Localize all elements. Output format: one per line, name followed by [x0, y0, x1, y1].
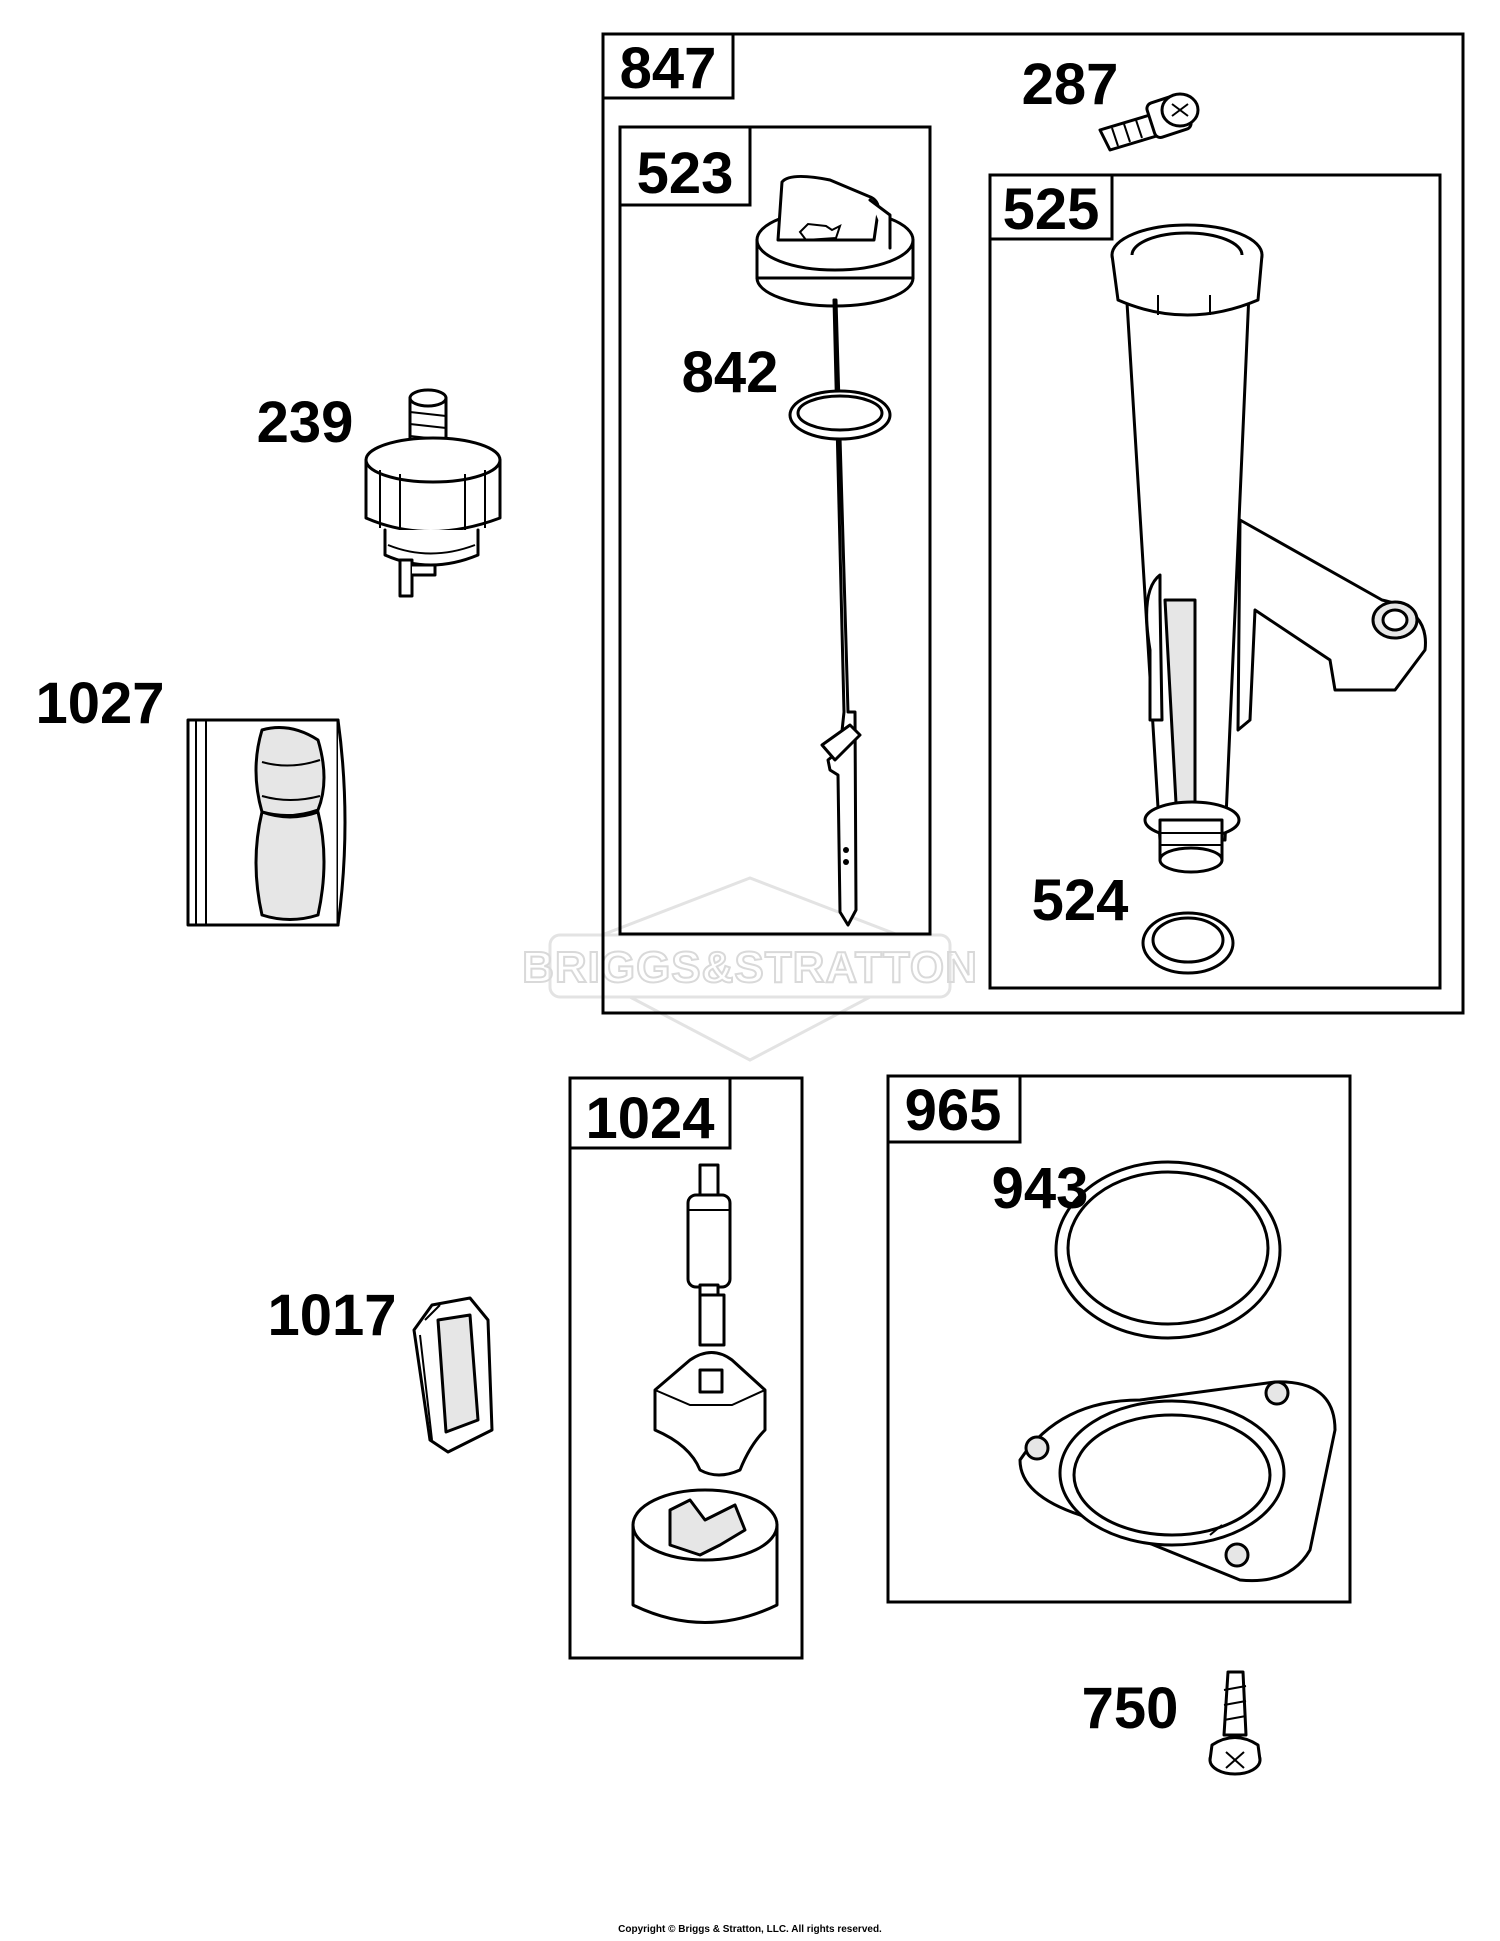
label-847: 847	[620, 36, 717, 101]
label-943: 943	[992, 1156, 1089, 1221]
part-1017-breather	[412, 1296, 494, 1454]
part-750-screw	[1208, 1670, 1262, 1776]
label-965: 965	[905, 1078, 1002, 1143]
part-524-ring	[1141, 911, 1235, 975]
label-842: 842	[682, 340, 779, 405]
label-1024: 1024	[585, 1086, 714, 1151]
label-525: 525	[1003, 177, 1100, 242]
part-965-pump-cover	[1018, 1380, 1337, 1583]
part-1027-oil-filter	[186, 718, 347, 927]
label-523: 523	[637, 141, 734, 206]
part-943-gasket	[1054, 1160, 1282, 1340]
kit-1024-group: 1024	[568, 1076, 804, 1660]
part-1024-pump-housing	[631, 1488, 779, 1624]
kit-965-group: 965	[886, 1074, 1352, 1604]
kit-847-box	[601, 32, 1465, 1015]
kit-523-tag	[618, 125, 752, 207]
kit-525-tag	[988, 173, 1114, 241]
label-750: 750	[1082, 1676, 1179, 1741]
part-523-dipstick	[755, 175, 915, 927]
kit-525-box	[988, 173, 1442, 990]
part-1024-pump-rotor	[653, 1351, 767, 1477]
kit-965-tag	[886, 1074, 1022, 1144]
part-239-pressure-switch	[364, 388, 502, 598]
part-1024-pump-shaft	[686, 1163, 732, 1347]
watermark-text: BRIGGS&STRATTON	[522, 943, 978, 992]
kit-847-tag	[601, 32, 735, 100]
kit-525-group: 525	[988, 173, 1442, 990]
briggs-stratton-watermark: BRIGGS&STRATTON	[521, 876, 978, 1062]
label-1017: 1017	[267, 1283, 396, 1348]
copyright-notice: Copyright © Briggs & Stratton, LLC. All …	[618, 1924, 882, 1935]
kit-523-box	[618, 125, 932, 936]
label-287: 287	[1022, 52, 1119, 117]
kit-1024-tag	[568, 1076, 732, 1150]
kit-847-group: 847	[601, 32, 1465, 1015]
kit-523-group: 523	[618, 125, 932, 936]
part-287-screw	[1098, 92, 1200, 152]
part-842-o-ring	[788, 389, 892, 441]
kit-965-box	[886, 1074, 1352, 1604]
label-524: 524	[1032, 868, 1129, 933]
part-525-dipstick-tube	[1110, 223, 1427, 874]
label-239: 239	[257, 390, 354, 455]
label-1027: 1027	[35, 671, 164, 736]
